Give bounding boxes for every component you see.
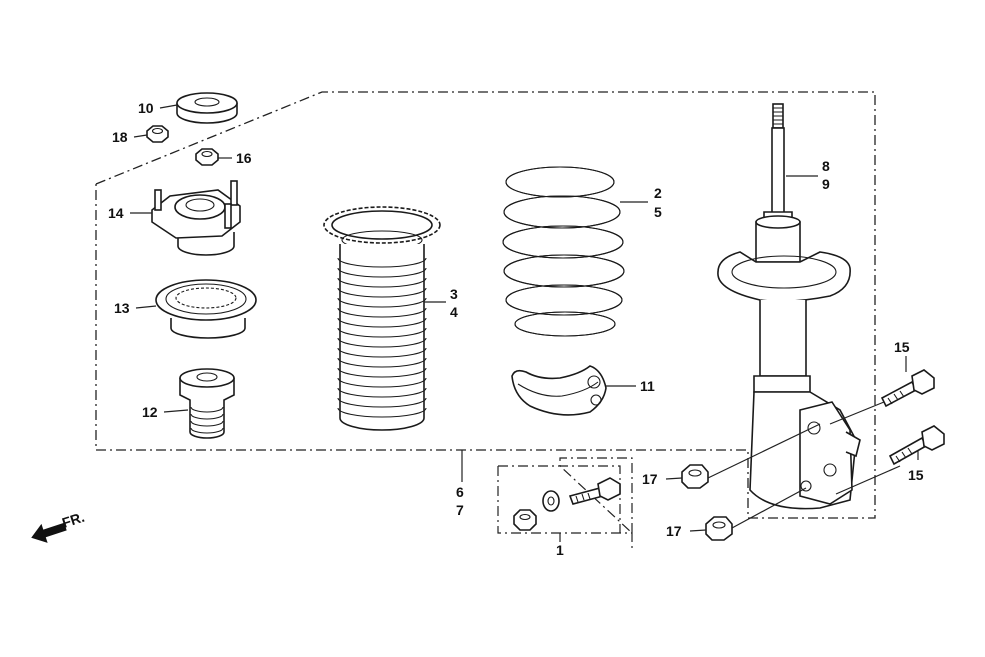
- kit-nut: [513, 509, 537, 531]
- spring-seat-part-11: [511, 365, 607, 416]
- kit-bolt: [568, 477, 621, 505]
- bolt-kit-boundary: [497, 457, 633, 552]
- bump-stop-part-12: [179, 368, 235, 439]
- callout-17-upper: 17: [642, 471, 658, 487]
- coil-spring-part-2-5: [502, 166, 625, 337]
- bearing-part-13: [155, 279, 257, 339]
- callout-15-upper: 15: [894, 339, 910, 355]
- callout-13: 13: [114, 300, 130, 316]
- callout-16: 16: [236, 150, 252, 166]
- callout-8: 8: [822, 158, 830, 174]
- callout-10: 10: [138, 100, 154, 116]
- leader-lines: [130, 104, 919, 542]
- nut-part-18: [146, 125, 169, 143]
- callout-3: 3: [450, 286, 458, 302]
- strut-mount-part-14: [151, 180, 241, 256]
- callout-1: 1: [556, 542, 564, 558]
- callout-15-lower: 15: [908, 467, 924, 483]
- assembly-boundary: [95, 91, 876, 519]
- bolt-part-15-upper: [880, 369, 935, 408]
- callout-6: 6: [456, 484, 464, 500]
- callout-12: 12: [142, 404, 158, 420]
- strut-assembly-part-8-9: [717, 103, 861, 510]
- callout-7: 7: [456, 502, 464, 518]
- nut-part-16: [195, 148, 219, 166]
- front-direction-arrow-icon: [31, 522, 67, 543]
- bolt-part-15-lower: [888, 425, 945, 466]
- nut-part-17-lower: [705, 516, 733, 541]
- front-direction-label: FR.: [60, 509, 86, 531]
- callout-17-lower: 17: [666, 523, 682, 539]
- callout-11: 11: [640, 378, 655, 394]
- kit-washer: [542, 490, 560, 512]
- nut-part-17-upper: [681, 464, 709, 489]
- callout-2: 2: [654, 185, 662, 201]
- callout-9: 9: [822, 176, 830, 192]
- dust-boot-part-3-4: [323, 206, 441, 431]
- callout-5: 5: [654, 204, 662, 220]
- callout-18: 18: [112, 129, 128, 145]
- callout-4: 4: [450, 304, 458, 320]
- washer-part-10: [176, 92, 238, 124]
- callout-14: 14: [108, 205, 124, 221]
